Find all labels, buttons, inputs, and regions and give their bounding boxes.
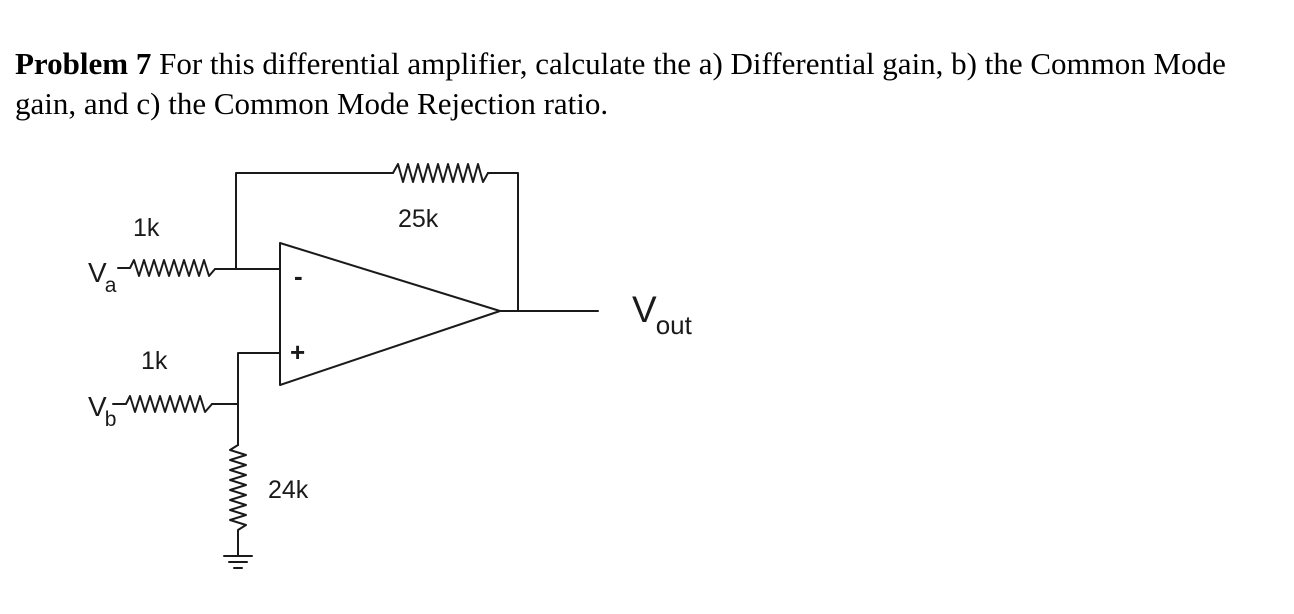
r-a-label: 1k bbox=[133, 214, 160, 242]
problem-text: For this differential amplifier, calcula… bbox=[15, 46, 1226, 121]
input-a-resistor bbox=[117, 259, 216, 277]
input-a-label: Va bbox=[88, 257, 117, 297]
inverting-pin-label: - bbox=[294, 261, 303, 291]
problem-statement: Problem 7 For this differential amplifie… bbox=[15, 44, 1275, 124]
r-b-label: 1k bbox=[141, 347, 168, 375]
problem-label: Problem 7 bbox=[15, 46, 152, 81]
feedback-resistor bbox=[392, 163, 489, 183]
input-b-resistor bbox=[112, 395, 213, 413]
ground-icon bbox=[223, 555, 253, 569]
feedback-wire-left bbox=[235, 172, 394, 270]
output-label: Vout bbox=[632, 289, 693, 340]
r-feedback-label: 25k bbox=[398, 205, 439, 233]
noninverting-pin-label: + bbox=[290, 337, 305, 367]
ground-resistor bbox=[229, 444, 247, 556]
opamp-triangle bbox=[279, 242, 501, 386]
r-ground-label: 24k bbox=[268, 476, 309, 504]
feedback-wire-right bbox=[487, 172, 519, 312]
input-b-label: Vb bbox=[88, 391, 116, 431]
noninverting-wire bbox=[237, 352, 281, 446]
